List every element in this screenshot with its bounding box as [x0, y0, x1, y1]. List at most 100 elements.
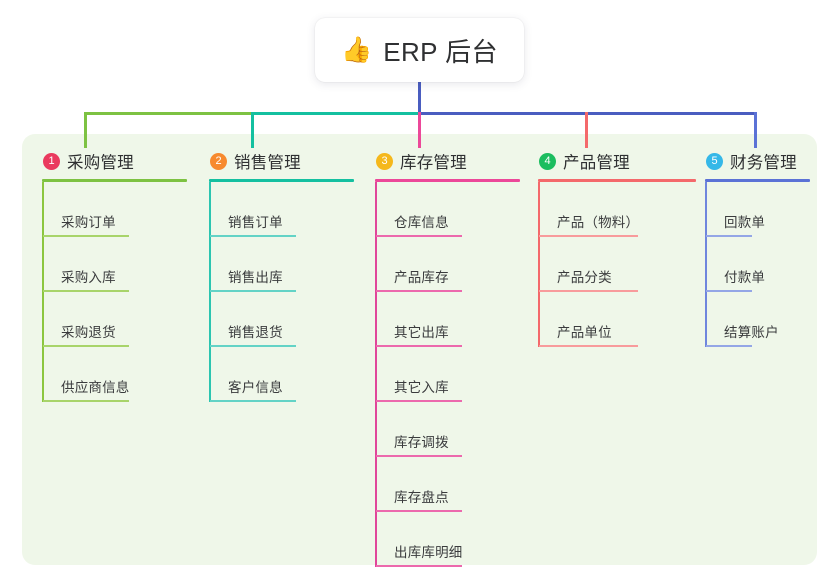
- leaf-node-label: 采购入库: [61, 270, 116, 285]
- branches-panel: [22, 134, 817, 565]
- leaf-node[interactable]: 回款单: [705, 182, 817, 237]
- connector-drop-inventory: [417, 112, 421, 148]
- leaf-node[interactable]: 其它出库: [375, 292, 527, 347]
- leaf-node[interactable]: 库存调拨: [375, 402, 527, 457]
- leaf-node-label: 出库库明细: [394, 545, 463, 560]
- branch-column-inventory: 3 库存管理仓库信息产品库存其它出库其它入库库存调拨库存盘点出库库明细: [375, 148, 527, 567]
- leaf-node-rule: [210, 235, 296, 237]
- branch-header-rule: [375, 179, 520, 182]
- branch-number-badge: 5: [706, 152, 723, 170]
- leaf-node-label: 采购退货: [61, 325, 116, 340]
- leaf-node-label: 采购订单: [61, 215, 116, 230]
- connector-drop-product: [584, 112, 588, 148]
- leaf-node[interactable]: 产品（物料）: [538, 182, 703, 237]
- branch-items-product: 产品（物料） 产品分类产品单位: [538, 182, 703, 347]
- branch-spine: [705, 182, 707, 347]
- leaf-node[interactable]: 付款单: [705, 237, 817, 292]
- connector-trunk: [417, 82, 421, 115]
- branch-spine: [538, 182, 540, 347]
- leaf-node-rule: [376, 510, 462, 512]
- branch-header-finance[interactable]: 5 财务管理: [705, 148, 817, 174]
- branch-column-purchasing: 1 采购管理采购订单采购入库采购退货供应商信息: [42, 148, 194, 402]
- leaf-node-label: 销售退货: [228, 325, 283, 340]
- root-node-card[interactable]: 👍 ERP 后台: [315, 18, 524, 82]
- leaf-node-rule: [376, 455, 462, 457]
- leaf-node-rule: [43, 345, 129, 347]
- branch-header-inventory[interactable]: 3 库存管理: [375, 148, 527, 174]
- leaf-node-label: 产品分类: [557, 270, 612, 285]
- branch-number-badge: 4: [539, 152, 556, 170]
- branch-header-product[interactable]: 4 产品管理: [538, 148, 703, 174]
- branch-title: 销售管理: [234, 154, 301, 172]
- leaf-node-label: 产品库存: [394, 270, 449, 285]
- leaf-node[interactable]: 采购退货: [42, 292, 194, 347]
- leaf-node-rule: [376, 400, 462, 402]
- leaf-node-label: 其它出库: [394, 325, 449, 340]
- branch-column-finance: 5 财务管理回款单付款单结算账户: [705, 148, 817, 347]
- branch-column-product: 4 产品管理产品（物料） 产品分类产品单位: [538, 148, 703, 347]
- branch-column-sales: 2 销售管理销售订单销售出库销售退货客户信息: [209, 148, 361, 402]
- leaf-node-rule: [210, 290, 296, 292]
- leaf-node-label: 销售订单: [228, 215, 283, 230]
- leaf-node-label: 回款单: [724, 215, 766, 230]
- branch-header-rule: [705, 179, 810, 182]
- branch-header-rule: [538, 179, 696, 182]
- leaf-node-rule: [210, 400, 296, 402]
- connector-drop-purchasing: [83, 112, 87, 148]
- leaf-node-label: 付款单: [724, 270, 766, 285]
- leaf-node-rule: [706, 345, 752, 347]
- branch-items-inventory: 仓库信息产品库存其它出库其它入库库存调拨库存盘点出库库明细: [375, 182, 527, 567]
- leaf-node[interactable]: 结算账户: [705, 292, 817, 347]
- leaf-node[interactable]: 采购入库: [42, 237, 194, 292]
- leaf-node-rule: [706, 290, 752, 292]
- leaf-node-label: 其它入库: [394, 380, 449, 395]
- leaf-node-rule: [210, 345, 296, 347]
- branch-title: 库存管理: [400, 154, 467, 172]
- branch-number-badge: 3: [376, 152, 393, 170]
- leaf-node[interactable]: 产品单位: [538, 292, 703, 347]
- branch-spine: [42, 182, 44, 402]
- leaf-node-rule: [539, 235, 638, 237]
- leaf-node-rule: [43, 290, 129, 292]
- leaf-node-rule: [376, 565, 462, 567]
- leaf-node-rule: [376, 290, 462, 292]
- connector-bus-segment-1: [250, 112, 421, 115]
- leaf-node-rule: [539, 290, 638, 292]
- leaf-node[interactable]: 销售出库: [209, 237, 361, 292]
- branch-title: 财务管理: [730, 154, 797, 172]
- branch-number-badge: 1: [43, 152, 60, 170]
- leaf-node[interactable]: 供应商信息: [42, 347, 194, 402]
- leaf-node[interactable]: 仓库信息: [375, 182, 527, 237]
- leaf-node[interactable]: 其它入库: [375, 347, 527, 402]
- branch-header-rule: [209, 179, 354, 182]
- connector-bus-segment-0: [83, 112, 254, 115]
- branch-header-sales[interactable]: 2 销售管理: [209, 148, 361, 174]
- leaf-node-label: 客户信息: [228, 380, 283, 395]
- leaf-node-rule: [376, 235, 462, 237]
- thumbs-up-emoji: 👍: [341, 35, 373, 64]
- branch-items-finance: 回款单付款单结算账户: [705, 182, 817, 347]
- branch-items-sales: 销售订单销售出库销售退货客户信息: [209, 182, 361, 402]
- leaf-node[interactable]: 出库库明细: [375, 512, 527, 567]
- leaf-node[interactable]: 产品库存: [375, 237, 527, 292]
- leaf-node-rule: [376, 345, 462, 347]
- branch-header-purchasing[interactable]: 1 采购管理: [42, 148, 194, 174]
- leaf-node-label: 仓库信息: [394, 215, 449, 230]
- branch-title: 产品管理: [563, 154, 630, 172]
- connector-drop-finance: [753, 112, 757, 148]
- leaf-node[interactable]: 采购订单: [42, 182, 194, 237]
- leaf-node-rule: [43, 400, 129, 402]
- leaf-node-label: 产品单位: [557, 325, 612, 340]
- leaf-node[interactable]: 销售退货: [209, 292, 361, 347]
- connector-drop-sales: [250, 112, 254, 148]
- leaf-node[interactable]: 销售订单: [209, 182, 361, 237]
- branch-title: 采购管理: [67, 154, 134, 172]
- leaf-node-label: 库存调拨: [394, 435, 449, 450]
- leaf-node[interactable]: 产品分类: [538, 237, 703, 292]
- branch-number-badge: 2: [210, 152, 227, 170]
- leaf-node[interactable]: 客户信息: [209, 347, 361, 402]
- leaf-node-label: 结算账户: [724, 325, 779, 340]
- leaf-node-rule: [539, 345, 638, 347]
- leaf-node[interactable]: 库存盘点: [375, 457, 527, 512]
